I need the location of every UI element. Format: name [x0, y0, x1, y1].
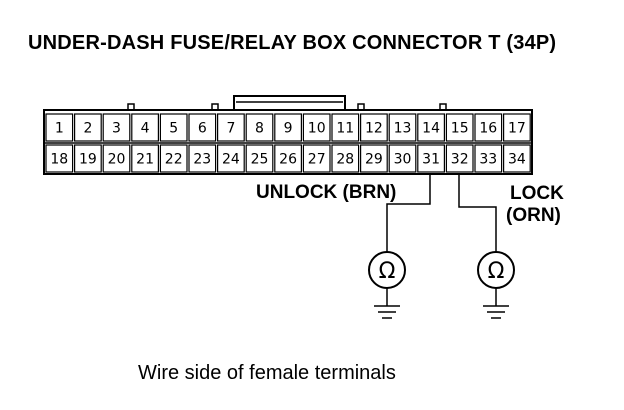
terminal-number: 16	[479, 121, 497, 137]
terminal-number: 8	[255, 121, 264, 137]
terminal-number: 15	[451, 121, 469, 137]
lock-wire-color-label: (ORN)	[506, 205, 561, 226]
terminal-number: 9	[284, 121, 293, 137]
terminal-number: 6	[198, 121, 207, 137]
terminal-cavity	[102, 144, 131, 173]
terminal-number: 5	[169, 121, 178, 137]
terminal-cavity	[417, 144, 445, 173]
terminal-number: 34	[508, 152, 526, 168]
terminal-number: 12	[365, 121, 383, 137]
terminal-number: 29	[365, 152, 383, 168]
terminal-number: 3	[112, 121, 121, 137]
terminal-number: 1	[55, 121, 64, 137]
terminal-number: 2	[83, 121, 92, 137]
terminal-number: 19	[79, 152, 97, 168]
terminal-cavity	[131, 144, 160, 173]
terminal-cavity	[188, 144, 217, 173]
terminal-cavity	[45, 144, 74, 173]
ohm-meter-icon: Ω	[379, 259, 396, 284]
terminal-cavity	[245, 113, 274, 142]
terminal-cavity	[102, 113, 131, 142]
terminal-number: 24	[222, 152, 240, 168]
terminal-cavity	[73, 144, 102, 173]
terminal-number: 11	[336, 121, 354, 137]
terminal-cavity	[159, 113, 188, 142]
diagram-caption: Wire side of female terminals	[138, 362, 396, 384]
terminal-number: 33	[479, 152, 497, 168]
terminal-cavity	[302, 144, 331, 173]
terminal-cavity	[159, 144, 188, 173]
terminal-cavity	[445, 144, 474, 173]
terminal-cavity	[388, 144, 417, 173]
terminal-cavity	[503, 144, 531, 173]
terminal-number: 14	[422, 121, 440, 137]
terminal-number: 13	[394, 121, 412, 137]
terminal-cavity	[217, 144, 245, 173]
unlock-wire	[368, 174, 431, 319]
terminal-number: 7	[226, 121, 235, 137]
lock-wire-label: LOCK	[510, 183, 564, 204]
terminal-cavity	[302, 113, 331, 142]
terminal-number: 17	[508, 121, 526, 137]
terminal-number: 18	[50, 152, 68, 168]
terminal-cavity	[331, 113, 360, 142]
terminal-cavity	[474, 144, 503, 173]
terminal-cavity	[360, 113, 388, 142]
terminal-cavity	[360, 144, 388, 173]
terminal-cavity	[445, 113, 474, 142]
terminal-cavity	[274, 144, 302, 173]
terminal-number: 27	[308, 152, 326, 168]
terminal-cavity	[131, 113, 160, 142]
terminal-number: 28	[336, 152, 354, 168]
terminal-number: 22	[165, 152, 183, 168]
terminal-number: 26	[279, 152, 297, 168]
terminal-number: 20	[108, 152, 126, 168]
terminal-cavity	[45, 113, 74, 142]
terminal-cavity	[388, 113, 417, 142]
terminal-cavity	[188, 113, 217, 142]
terminal-number: 10	[308, 121, 326, 137]
lock-wire	[458, 174, 515, 319]
terminal-cavity	[217, 113, 245, 142]
ohm-meter-icon: Ω	[488, 259, 505, 284]
terminal-cavity	[245, 144, 274, 173]
connector-housing	[43, 95, 533, 175]
page-title: UNDER-DASH FUSE/RELAY BOX CONNECTOR T (3…	[28, 32, 557, 54]
terminal-cavity	[73, 113, 102, 142]
terminal-cavity	[274, 113, 302, 142]
terminal-number: 23	[193, 152, 211, 168]
terminal-number: 30	[394, 152, 412, 168]
unlock-wire-label: UNLOCK (BRN)	[256, 182, 396, 203]
terminal-number: 31	[422, 152, 440, 168]
terminal-cavity	[331, 144, 360, 173]
terminal-cavity	[474, 113, 503, 142]
terminal-number: 4	[141, 121, 150, 137]
terminal-number: 25	[251, 152, 269, 168]
terminal-cavity	[417, 113, 445, 142]
terminal-number: 32	[451, 152, 469, 168]
terminal-cavity	[503, 113, 531, 142]
terminal-number: 21	[136, 152, 154, 168]
